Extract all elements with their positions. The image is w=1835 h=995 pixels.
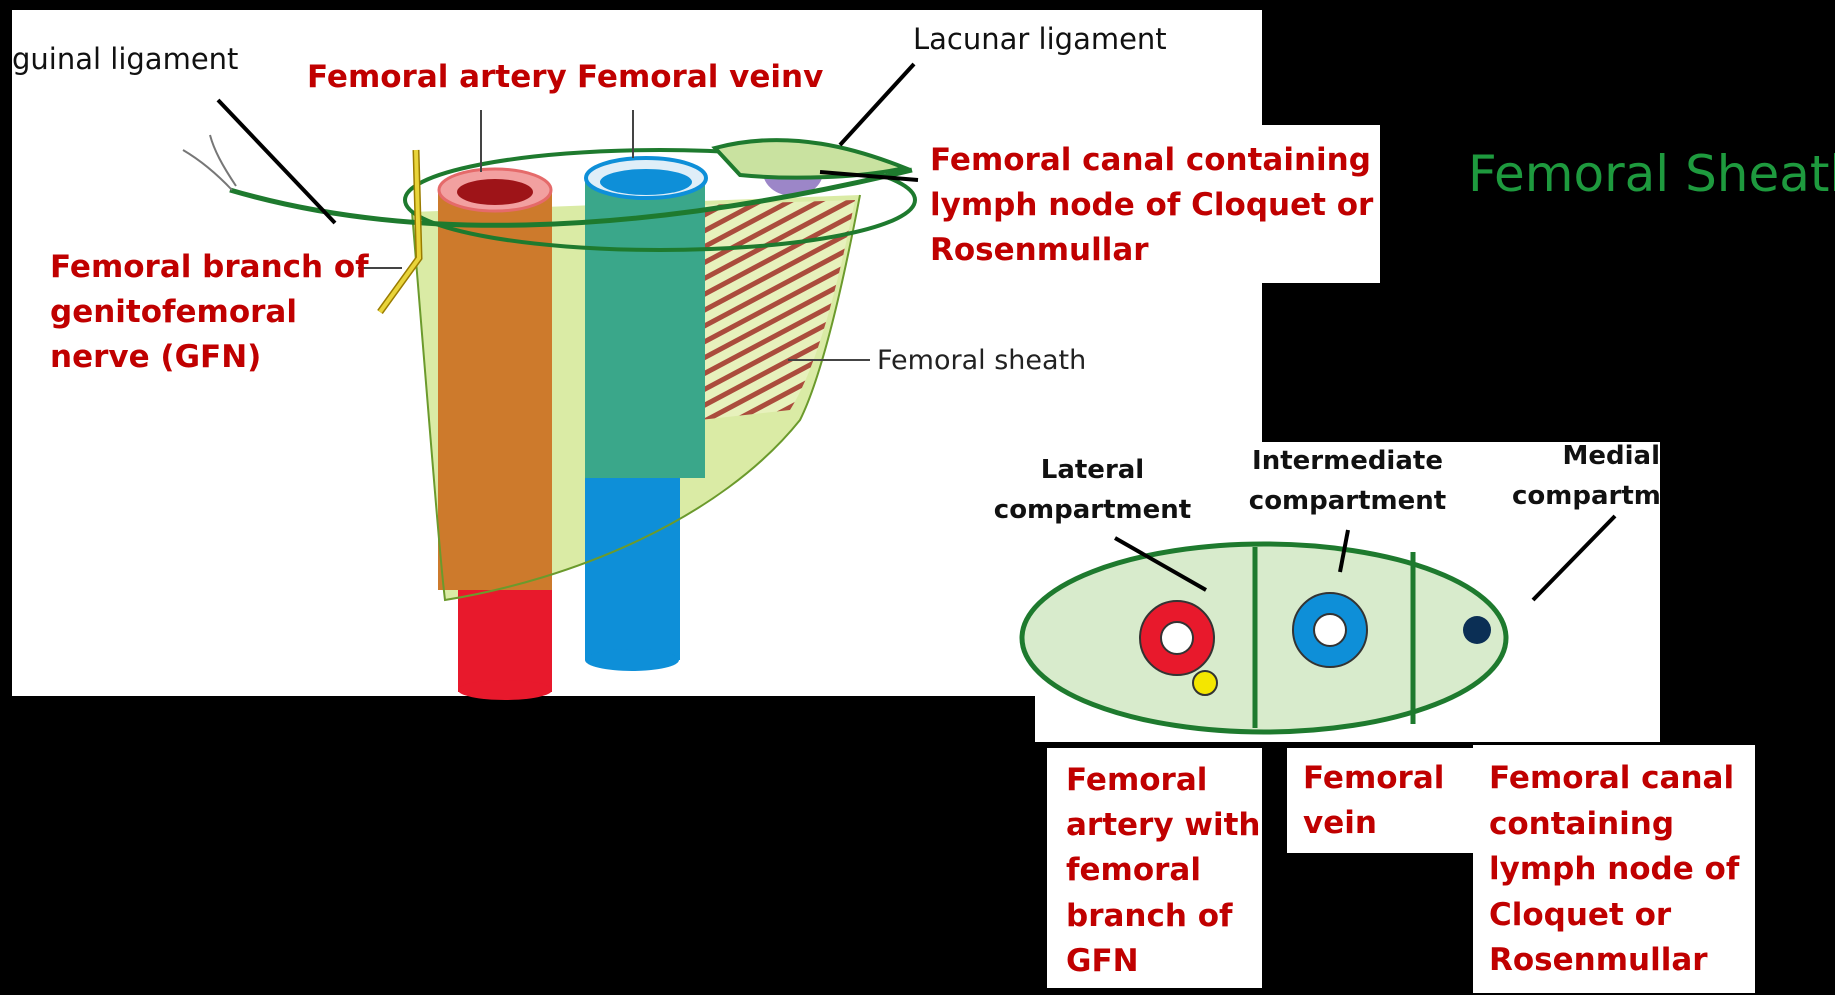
cross-section-sheath — [1022, 544, 1506, 732]
vein-tube-lower — [585, 470, 680, 660]
canal-line-3: Rosenmullar — [930, 228, 1373, 273]
medial-line-1: Medial — [1512, 436, 1660, 476]
label-intermediate-compartment: Intermediate compartment — [1240, 441, 1455, 521]
canal-bottom-line-5: Rosenmullar — [1489, 938, 1708, 984]
artery-line-4: branch of — [1066, 894, 1233, 940]
canal-bottom-line-2: containing — [1489, 802, 1674, 848]
label-femoral-artery: Femoral artery — [307, 55, 567, 100]
label-femoral-vein: Femoral veinv — [577, 55, 823, 100]
lacunar-ligament — [715, 140, 905, 178]
label-lateral-compartment: Lateral compartment — [985, 450, 1200, 530]
artery-line-2: artery with — [1066, 803, 1261, 849]
canal-bottom-line-1: Femoral canal — [1489, 756, 1734, 802]
canal-line-1: Femoral canal containing — [930, 138, 1373, 183]
label-lacunar-ligament: Lacunar ligament — [913, 22, 1167, 56]
branch-line-2: genitofemoral — [50, 290, 369, 335]
cross-gfn — [1193, 671, 1217, 695]
branch-line-1: Femoral branch of — [50, 245, 369, 290]
vein-line-2: vein — [1303, 801, 1377, 847]
label-femoral-branch-gfn: Femoral branch of genitofemoral nerve (G… — [50, 245, 369, 380]
bottom-label-vein: Femoral vein — [1287, 748, 1477, 853]
page-title: Femoral Sheath — [1468, 145, 1835, 203]
label-inguinal-ligament: guinal ligament — [12, 42, 238, 76]
intermediate-line-1: Intermediate — [1240, 441, 1455, 481]
intermediate-line-2: compartment — [1240, 481, 1455, 521]
artery-line-5: GFN — [1066, 939, 1139, 985]
artery-line-1: Femoral — [1066, 758, 1207, 804]
canal-line-2: lymph node of Cloquet or — [930, 183, 1373, 228]
cross-lymph-node — [1463, 616, 1491, 644]
artery-line-3: femoral — [1066, 848, 1201, 894]
canal-bottom-line-4: Cloquet or — [1489, 893, 1671, 939]
bottom-label-canal: Femoral canal containing lymph node of C… — [1473, 745, 1755, 993]
label-femoral-sheath: Femoral sheath — [877, 345, 1086, 376]
medial-line-2: compartm — [1512, 476, 1660, 516]
bottom-label-artery: Femoral artery with femoral branch of GF… — [1047, 748, 1262, 988]
artery-tube-upper — [438, 190, 552, 590]
label-medial-compartment: Medial compartm — [1512, 436, 1660, 516]
branch-line-3: nerve (GFN) — [50, 335, 369, 380]
lateral-line-2: compartment — [985, 490, 1200, 530]
vein-line-1: Femoral — [1303, 756, 1444, 802]
canal-bottom-line-3: lymph node of — [1489, 847, 1739, 893]
lateral-line-1: Lateral — [985, 450, 1200, 490]
label-femoral-canal: Femoral canal containing lymph node of C… — [930, 138, 1373, 273]
